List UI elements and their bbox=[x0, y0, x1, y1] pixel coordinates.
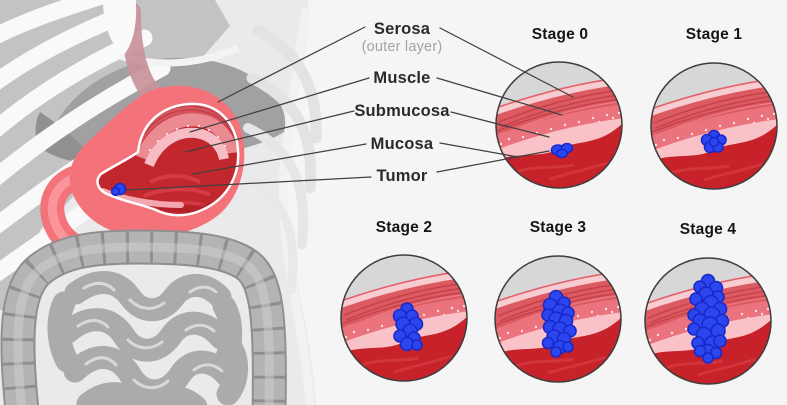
label-line-muscle-right bbox=[436, 77, 563, 116]
stage-3-circle bbox=[492, 255, 624, 385]
stage-0-circle bbox=[493, 61, 625, 191]
stage-2-circle bbox=[338, 254, 470, 384]
label-line-mucosa-left bbox=[192, 143, 367, 175]
legend-label-serosa: Serosa bbox=[373, 20, 431, 38]
legend-label-tumor: Tumor bbox=[376, 167, 428, 185]
label-line-mucosa-right bbox=[439, 142, 519, 158]
stage-1-circle bbox=[648, 62, 780, 192]
label-line-tumor-right bbox=[436, 150, 550, 173]
stage-4-circle bbox=[642, 257, 774, 387]
legend-label-muscle: Muscle bbox=[373, 69, 431, 87]
label-line-muscle-left bbox=[189, 77, 370, 133]
stage-1-tumor bbox=[700, 129, 727, 154]
stage-4-title: Stage 4 bbox=[679, 221, 737, 238]
stage-2-tumor bbox=[392, 302, 424, 352]
stage-3-tumor bbox=[541, 289, 577, 358]
sternum bbox=[103, 0, 137, 56]
legend-label-mucosa: Mucosa bbox=[370, 135, 434, 153]
label-line-serosa-right bbox=[439, 27, 574, 98]
label-line-tumor-left bbox=[125, 176, 372, 191]
legend-label-submucosa: Submucosa bbox=[354, 102, 450, 120]
label-line-submucosa-left bbox=[184, 110, 355, 153]
stage-0-title: Stage 0 bbox=[531, 26, 589, 43]
label-line-submucosa-right bbox=[450, 111, 550, 138]
label-line-serosa-left bbox=[217, 26, 366, 103]
stage-3-title: Stage 3 bbox=[529, 219, 587, 236]
intestines bbox=[0, 229, 287, 405]
anatomy-illustration bbox=[0, 0, 322, 405]
stage-1-title: Stage 1 bbox=[685, 26, 743, 43]
stage-2-title: Stage 2 bbox=[375, 219, 433, 236]
rib-cage-right bbox=[241, 24, 322, 295]
stage-4-tumor bbox=[687, 273, 730, 364]
stage-0-tumor bbox=[550, 142, 574, 159]
stomach-tumor-dot bbox=[110, 182, 127, 197]
stomach bbox=[69, 85, 245, 237]
legend-sublabel-outer-layer: (outer layer) bbox=[361, 39, 443, 55]
label-lines bbox=[125, 26, 574, 191]
